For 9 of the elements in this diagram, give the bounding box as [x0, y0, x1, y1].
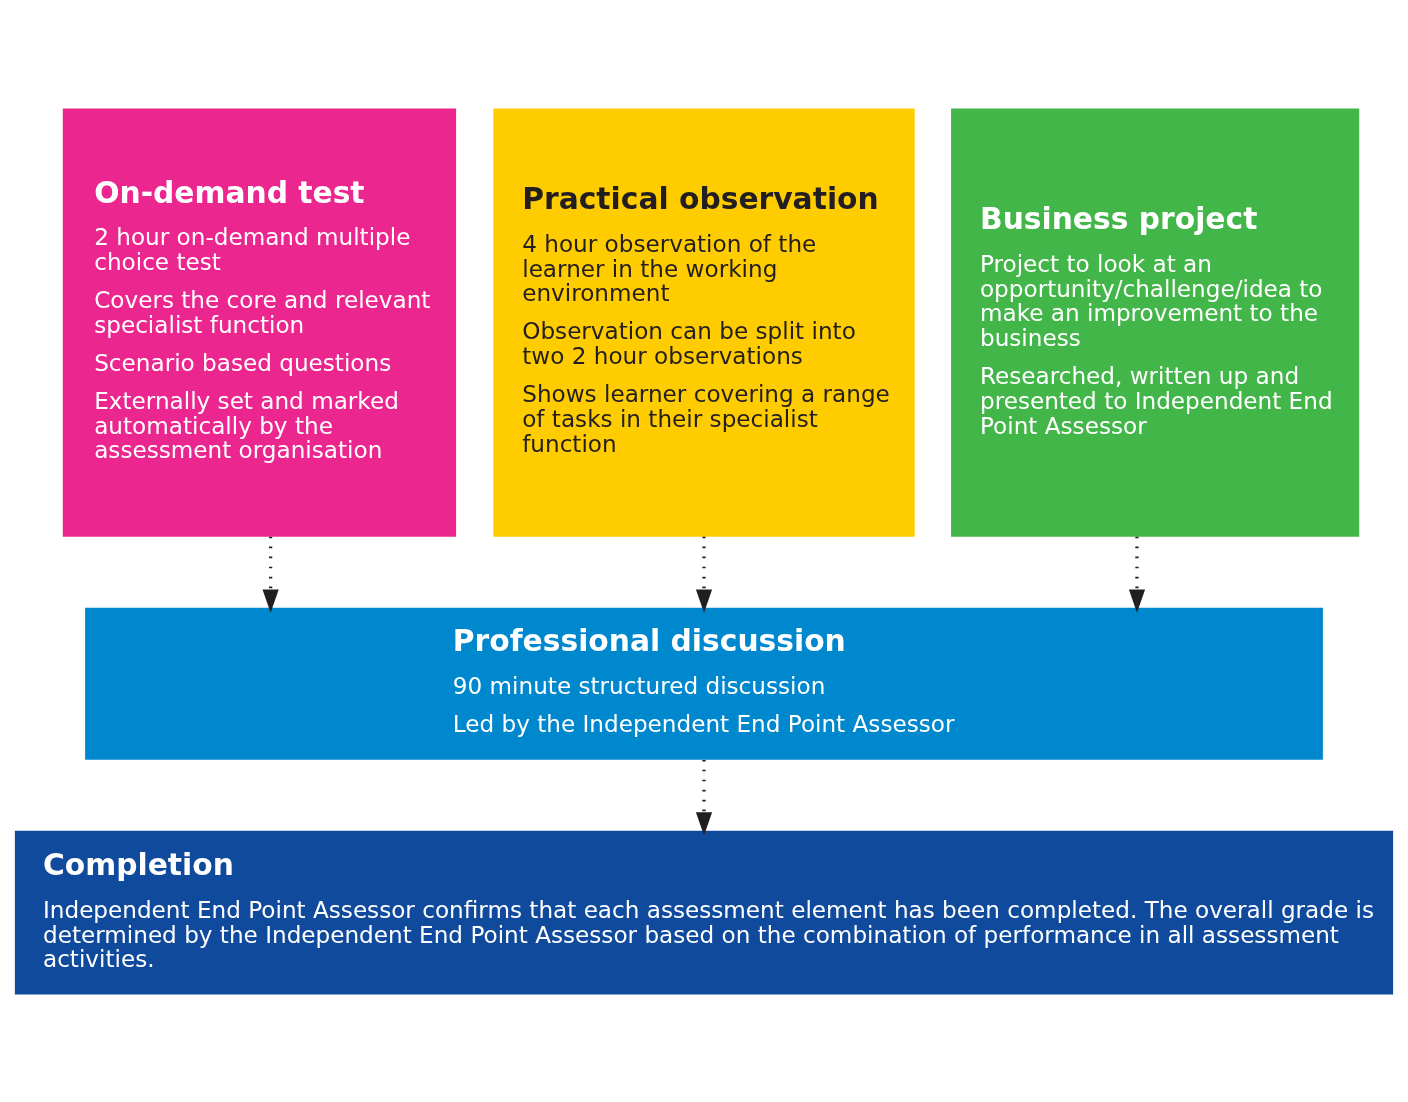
node-box: Business project Project to look at an opportunity/challenge/idea to make an improvement to the business Researched, written up and presented to Independent End Point Assessor: [951, 108, 1360, 537]
arrow: [695, 759, 713, 835]
node-box: Professional discussion 90 minute structured discussion Led by the Independent End Point Assessor: [85, 607, 1323, 760]
node-box: Practical observation 4 hour observation of the learner in the working environment Observation can be split into two 2 hour observations Shows learner covering a range of tasks in their specialist function: [493, 108, 915, 537]
node-box: Completion Independent End Point Assessor confirms that each assessment element has been completed. The overall grade is determined by the Independent End Point Assessor based on the combination of performance in all assessment activities.: [14, 830, 1394, 994]
arrow: [1128, 536, 1146, 613]
arrow: [262, 536, 279, 613]
arrow: [695, 536, 713, 613]
node-box: On-demand test 2 hour on-demand multiple choice test Covers the core and relevant specialist function Scenario based questions Externally set and marked automatically by the assessment organisation: [62, 108, 457, 537]
